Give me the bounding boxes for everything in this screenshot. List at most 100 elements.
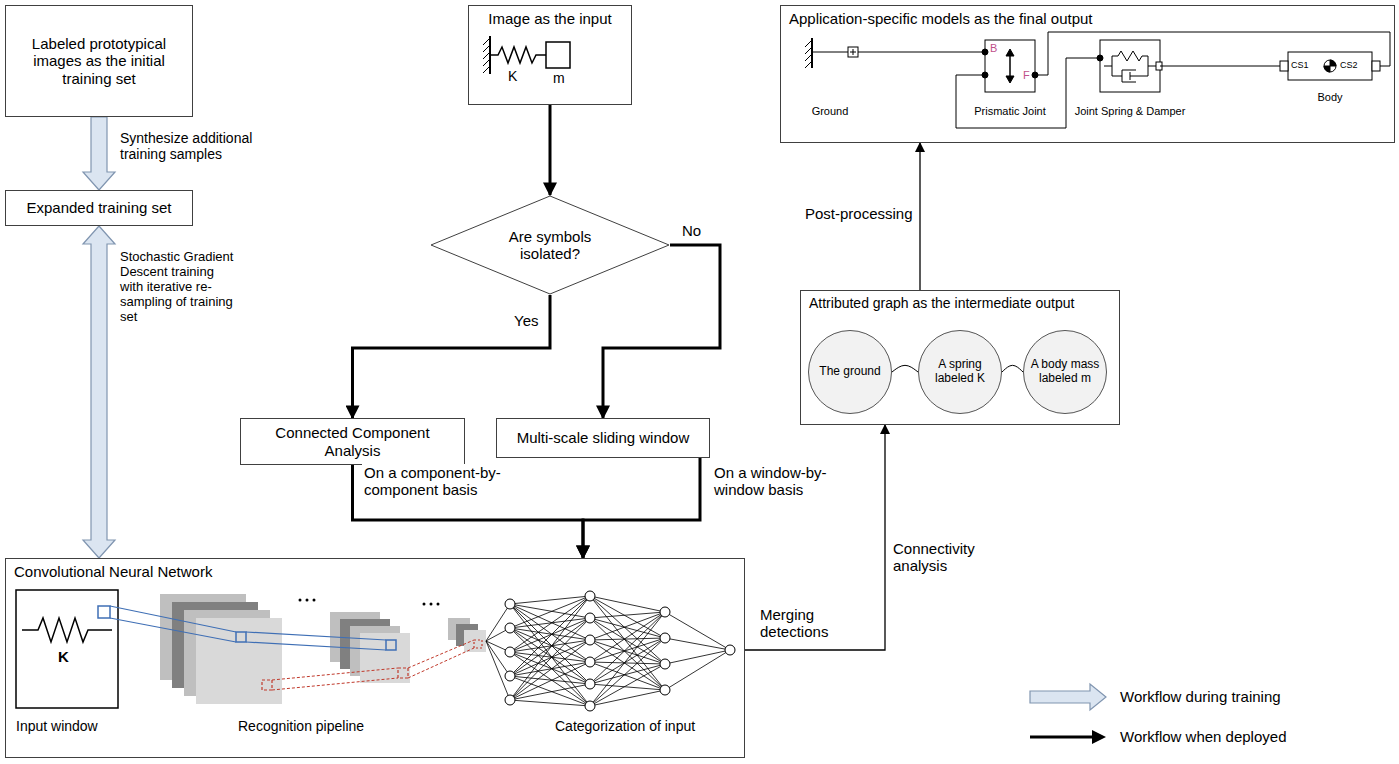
- neural-network-figure: [660, 685, 670, 695]
- feature-map-stack: [299, 599, 302, 602]
- neural-network-figure: [590, 596, 665, 690]
- flow-connector: [1002, 365, 1023, 372]
- node-text: Multi-scale sliding window: [517, 429, 690, 446]
- neural-network-figure: [590, 618, 665, 664]
- neural-network-figure: [510, 700, 590, 706]
- prismatic-joint-symbol: [982, 40, 1038, 92]
- graph-node: The ground: [808, 330, 892, 414]
- feature-map-stack: [408, 648, 474, 678]
- neural-network-figure: [585, 679, 595, 689]
- node-text: A spring labeled K: [925, 358, 995, 386]
- body-symbol: [1280, 52, 1380, 80]
- node-text: Labeled prototypical images as the initi…: [14, 35, 184, 87]
- legend-entry: Workflow when deployed: [1120, 728, 1286, 745]
- input-panel: Image as the input: [468, 5, 632, 105]
- neural-network-figure: [590, 612, 665, 618]
- neural-network-figure: [486, 591, 735, 711]
- legend-samples: [1092, 730, 1106, 744]
- feature-map-stack: [272, 668, 398, 680]
- neural-network-figure: [510, 640, 590, 652]
- neural-network-figure: [665, 650, 730, 690]
- ground-symbol: [805, 38, 858, 68]
- neural-network-figure: [585, 613, 595, 623]
- panel-heading: Attributed graph as the intermediate out…: [809, 295, 1111, 311]
- neural-network-figure: [665, 638, 730, 650]
- flow-connector: [603, 245, 720, 418]
- symbol-label: K: [508, 68, 517, 84]
- neural-network-figure: [510, 676, 590, 684]
- legend-entry: Workflow during training: [1120, 688, 1281, 705]
- feature-map-stack: [398, 668, 408, 678]
- neural-network-figure: [510, 604, 590, 662]
- ground-symbol: [811, 38, 813, 68]
- neural-network-figure: [590, 612, 665, 662]
- spring-damper-symbol: [1104, 56, 1118, 76]
- edge-label: On a window-by-window basis: [712, 464, 846, 499]
- neural-network-figure: [510, 596, 590, 676]
- training-arrow: [83, 117, 115, 190]
- neural-network-figure: [585, 591, 595, 601]
- port-label: CS2: [1340, 60, 1358, 70]
- neural-network-figure: [510, 652, 590, 706]
- input-window-figure: [16, 590, 118, 708]
- edge-label: Merging detections: [758, 606, 877, 641]
- spring-damper-symbol: [1112, 56, 1156, 82]
- panel-heading: Application-specific models as the final…: [789, 10, 1386, 27]
- feature-map-stack: [306, 599, 309, 602]
- neural-network-figure: [585, 657, 595, 667]
- decision-diamond: Are symbols isolated?: [430, 195, 670, 295]
- node-text: Body: [1317, 91, 1342, 104]
- node-text: Expanded training set: [26, 199, 171, 216]
- port-label: CS1: [1291, 60, 1309, 70]
- neural-network-figure: [505, 671, 515, 681]
- ground-symbol: [848, 47, 858, 57]
- neural-network-figure: [505, 647, 515, 657]
- feature-map-stack: [430, 603, 433, 606]
- neural-network-figure: [590, 638, 665, 706]
- neural-network-figure: [590, 662, 665, 664]
- feature-map-stack: [464, 630, 486, 652]
- feature-map-stack: [262, 680, 272, 690]
- model-wire: [1160, 66, 1280, 67]
- body-symbol: [1324, 60, 1336, 72]
- ground-symbol: [812, 52, 848, 53]
- node-text: Joint Spring & Damper: [1075, 105, 1186, 118]
- feature-map-stack: [474, 640, 482, 648]
- model-wire: [1035, 32, 1390, 75]
- spring-mass-figure: [483, 38, 490, 73]
- legend-samples: [1030, 736, 1093, 739]
- diamond-outline: [431, 196, 669, 294]
- output-panel: Application-specific models as the final…: [780, 5, 1395, 143]
- neural-network-figure: [590, 662, 665, 690]
- feature-map-stack: [423, 603, 426, 606]
- edge-label: Post-processing: [803, 205, 915, 222]
- feature-map-stack: [246, 632, 386, 640]
- neural-network-figure: [590, 640, 665, 664]
- graph-node: A spring labeled K: [918, 330, 1002, 414]
- prismatic-joint-symbol: [1006, 49, 1014, 56]
- edge-label: Stochastic Gradient Descent training wit…: [118, 250, 240, 325]
- neural-network-figure: [510, 604, 590, 706]
- neural-network-figure: [725, 645, 735, 655]
- process-box: Expanded training set: [5, 190, 193, 226]
- spring-mass-figure: [490, 47, 546, 63]
- legend-text: Workflow during training: [1120, 688, 1281, 705]
- figure-caption: Input window: [16, 718, 98, 734]
- neural-network-figure: [665, 650, 730, 664]
- neural-network-figure: [510, 596, 590, 652]
- body-symbol: [1372, 61, 1380, 71]
- spring-damper-symbol: [1118, 51, 1148, 61]
- model-block: Ground: [796, 34, 864, 118]
- model-block: Joint Spring & Damper: [1070, 34, 1190, 118]
- flow-connector: [549, 105, 552, 195]
- neural-network-figure: [585, 701, 595, 711]
- model-block: Prismatic Joint: [960, 34, 1060, 118]
- prismatic-joint-symbol: [985, 40, 1035, 92]
- legend-samples: [1030, 684, 1106, 744]
- feature-map-stack: [110, 618, 236, 642]
- model-block: Body: [1280, 44, 1380, 104]
- ground-symbol: [805, 40, 812, 68]
